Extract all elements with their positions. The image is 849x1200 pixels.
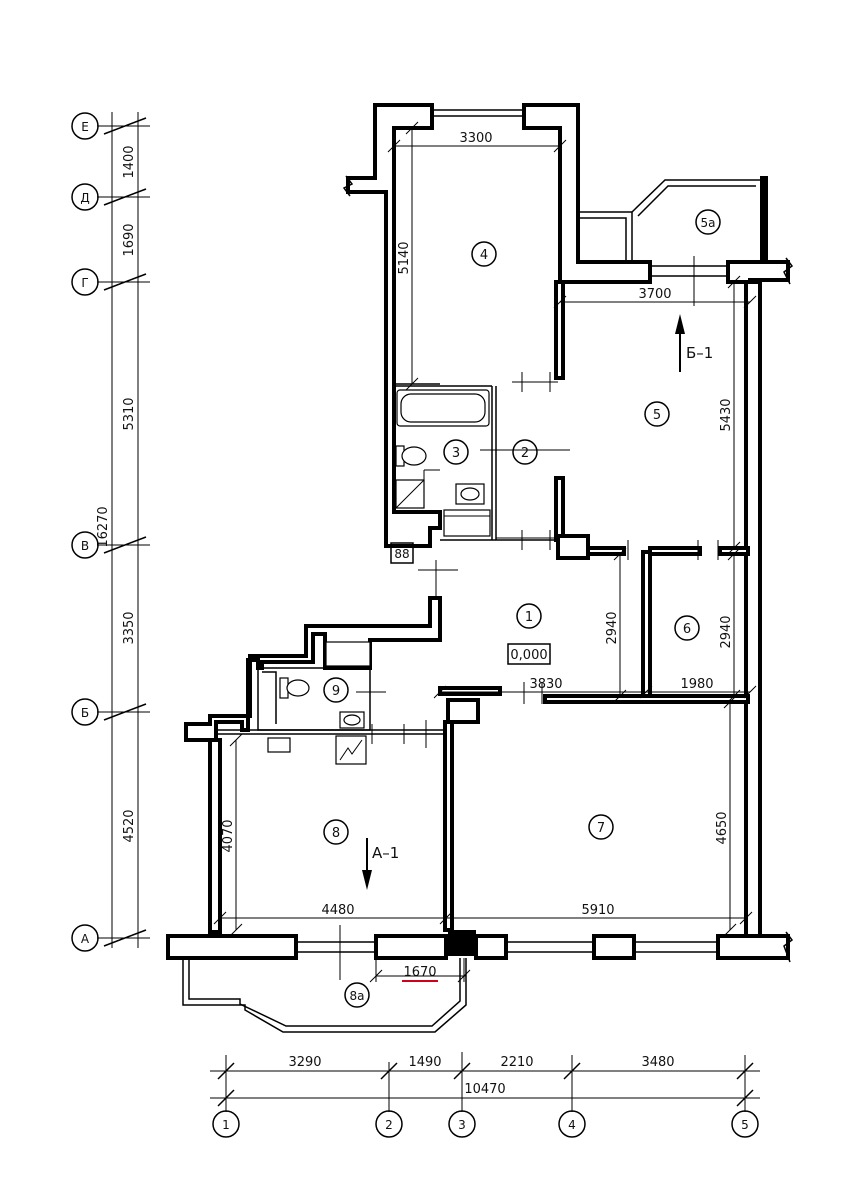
room-5-label: 5 — [653, 408, 661, 423]
room-8a-label: 8а — [350, 989, 365, 1003]
axis-D: Д — [80, 191, 89, 205]
wc-cabinet-icon — [325, 641, 371, 667]
dim-1980: 1980 — [680, 677, 713, 692]
dim-4650: 4650 — [715, 811, 730, 844]
axis-bubbles-numbers: 1 2 3 4 5 — [212, 1110, 759, 1138]
dim-1670: 1670 — [403, 965, 436, 980]
toilet-icon — [395, 445, 427, 467]
axis-2: 2 — [385, 1118, 393, 1132]
axis-A: А — [81, 932, 90, 946]
dim-3480: 3480 — [641, 1055, 674, 1070]
section-a1-label: А–1 — [372, 844, 399, 862]
shower-icon — [395, 479, 425, 509]
section-a1-arrow-icon — [362, 870, 372, 890]
dim-4070: 4070 — [221, 819, 236, 852]
dim-5310: 5310 — [122, 397, 137, 430]
sink-icon — [455, 483, 485, 505]
axis-5: 5 — [741, 1118, 749, 1132]
room-labels: 4 5а 5 3 2 1 6 9 8 7 8а — [323, 209, 721, 1008]
axis-bubbles-letters: Е Д Г В Б А — [71, 112, 99, 952]
room-8-label: 8 — [332, 826, 340, 841]
axis-4: 4 — [568, 1118, 576, 1132]
dim-3700: 3700 — [638, 287, 671, 302]
dim-1400: 1400 — [122, 145, 137, 178]
walls — [166, 103, 794, 963]
dim-10470: 10470 — [464, 1082, 505, 1097]
room-9-label: 9 — [332, 684, 340, 699]
room-7-label: 7 — [597, 821, 605, 836]
dim-16270: 16270 — [96, 506, 111, 547]
dim-1690: 1690 — [122, 223, 137, 256]
room-2-label: 2 — [521, 446, 529, 461]
room-4-label: 4 — [480, 248, 488, 263]
section-b1-arrow-icon — [675, 314, 685, 334]
room-5a-label: 5а — [701, 216, 716, 230]
axis-G: Г — [81, 276, 88, 290]
wc-toilet-icon — [279, 677, 310, 699]
axis-1: 1 — [222, 1118, 230, 1132]
dim-1490: 1490 — [408, 1055, 441, 1070]
dim-2210: 2210 — [500, 1055, 533, 1070]
dim-4480: 4480 — [321, 903, 354, 918]
axis-B: Б — [81, 706, 89, 720]
balcony-5a — [578, 176, 768, 264]
room-dimension-lines — [213, 121, 757, 983]
section-a1: А–1 — [362, 838, 399, 890]
left-dimension-chain: 1400 1690 5310 3350 4520 16270 — [96, 112, 150, 948]
cabinet-icon — [443, 509, 491, 537]
washbasin-8-icon — [267, 737, 291, 753]
dim-5140: 5140 — [397, 241, 412, 274]
room-1-label: 1 — [525, 610, 533, 625]
wc-block — [216, 641, 446, 765]
balcony-8a — [182, 958, 467, 1033]
axis-3: 3 — [458, 1118, 466, 1132]
axis-E: Е — [81, 120, 89, 134]
level-mark-text: 0,000 — [510, 648, 547, 663]
level-mark: 0,000 — [507, 643, 551, 665]
room-6-label: 6 — [683, 622, 691, 637]
dim-4520: 4520 — [122, 809, 137, 842]
room-3-label: 3 — [452, 446, 460, 461]
room-dimension-texts: 3300 5140 3700 5430 2940 2940 3830 1980 … — [221, 131, 734, 980]
wc-sink-icon — [339, 711, 365, 729]
section-b1-label: Б–1 — [686, 344, 713, 362]
tag-88-text: 88 — [394, 547, 409, 561]
axis-V: В — [81, 539, 89, 553]
tag-88: 88 — [390, 542, 414, 564]
dim-2940-right: 2940 — [719, 615, 734, 648]
dim-2940-left: 2940 — [605, 611, 620, 644]
dim-5430: 5430 — [719, 398, 734, 431]
dim-3830: 3830 — [529, 677, 562, 692]
section-b1: Б–1 — [675, 314, 713, 372]
dim-3290: 3290 — [288, 1055, 321, 1070]
dim-3300: 3300 — [459, 131, 492, 146]
dim-3350: 3350 — [122, 611, 137, 644]
dim-5910: 5910 — [581, 903, 614, 918]
bottom-dimension-chain: 3290 1490 2210 3480 10470 — [210, 1052, 760, 1112]
door-markers — [371, 370, 719, 748]
boiler-icon — [335, 735, 367, 765]
